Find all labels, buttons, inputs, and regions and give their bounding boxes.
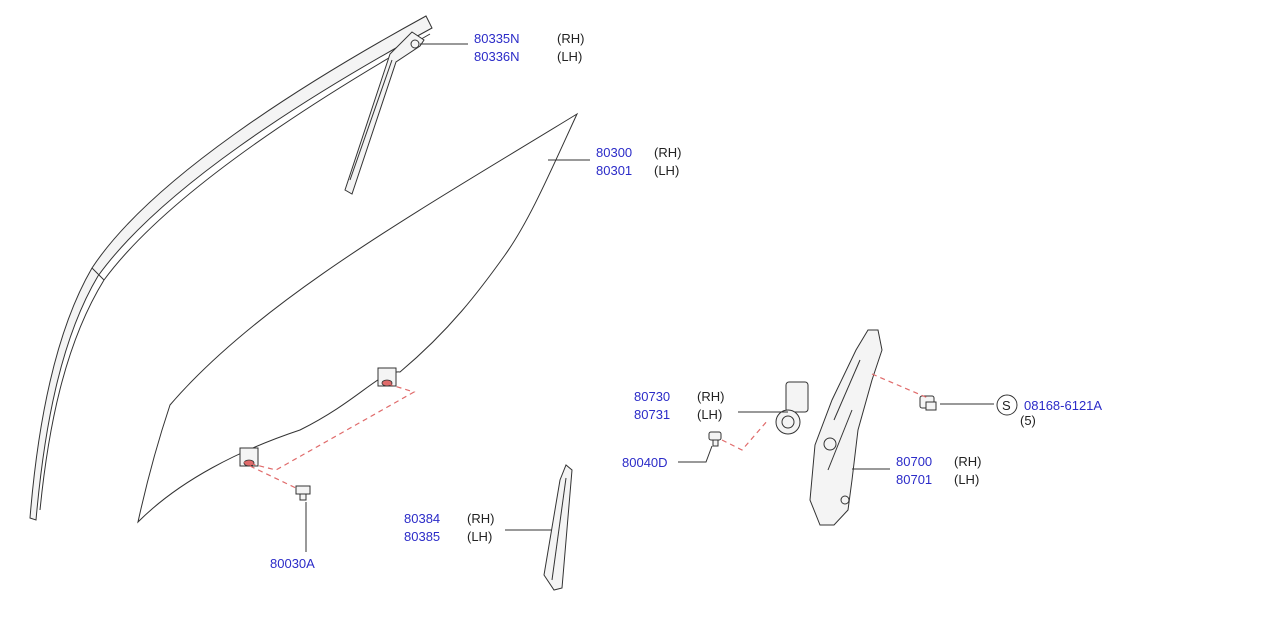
part-number-80040D[interactable]: 80040D xyxy=(622,455,668,470)
alignment-lines xyxy=(243,383,416,491)
side-label: (LH) xyxy=(654,163,679,178)
standard-part-symbol-letter: S xyxy=(1002,398,1011,413)
side-label: (RH) xyxy=(467,511,494,526)
side-label: (LH) xyxy=(557,49,582,64)
part-number-80336N[interactable]: 80336N xyxy=(474,49,520,64)
door-sash-molding xyxy=(29,15,433,521)
side-label: (LH) xyxy=(954,472,979,487)
part-number-80701[interactable]: 80701 xyxy=(896,472,932,487)
part-number-08168-6121A[interactable]: 08168-6121A xyxy=(1024,398,1102,413)
side-label: (RH) xyxy=(654,145,681,160)
regulator-bolt-part xyxy=(871,373,937,411)
glass-bolt-part xyxy=(295,485,311,501)
door-glass-part xyxy=(137,112,579,524)
leader-lines xyxy=(305,43,994,552)
part-number-80731[interactable]: 80731 xyxy=(634,407,670,422)
regulator-motor-part xyxy=(775,381,809,435)
part-number-80300[interactable]: 80300 xyxy=(596,145,632,160)
part-number-80700[interactable]: 80700 xyxy=(896,454,932,469)
side-label: (RH) xyxy=(557,31,584,46)
side-label: (RH) xyxy=(697,389,724,404)
part-number-80335N[interactable]: 80335N xyxy=(474,31,520,46)
rear-channel-part xyxy=(543,464,573,591)
side-label: (LH) xyxy=(697,407,722,422)
side-label: (RH) xyxy=(954,454,981,469)
sash-channel-part xyxy=(344,31,425,195)
part-number-80301[interactable]: 80301 xyxy=(596,163,632,178)
part-number-80730[interactable]: 80730 xyxy=(634,389,670,404)
side-label: (LH) xyxy=(467,529,492,544)
part-number-80384[interactable]: 80384 xyxy=(404,511,440,526)
motor-screw-part xyxy=(708,419,769,451)
part-number-80385[interactable]: 80385 xyxy=(404,529,440,544)
window-regulator-part xyxy=(809,329,883,526)
part-number-80030A[interactable]: 80030A xyxy=(270,556,315,571)
quantity-label: (5) xyxy=(1020,413,1036,428)
standard-part-symbol xyxy=(996,394,1018,416)
